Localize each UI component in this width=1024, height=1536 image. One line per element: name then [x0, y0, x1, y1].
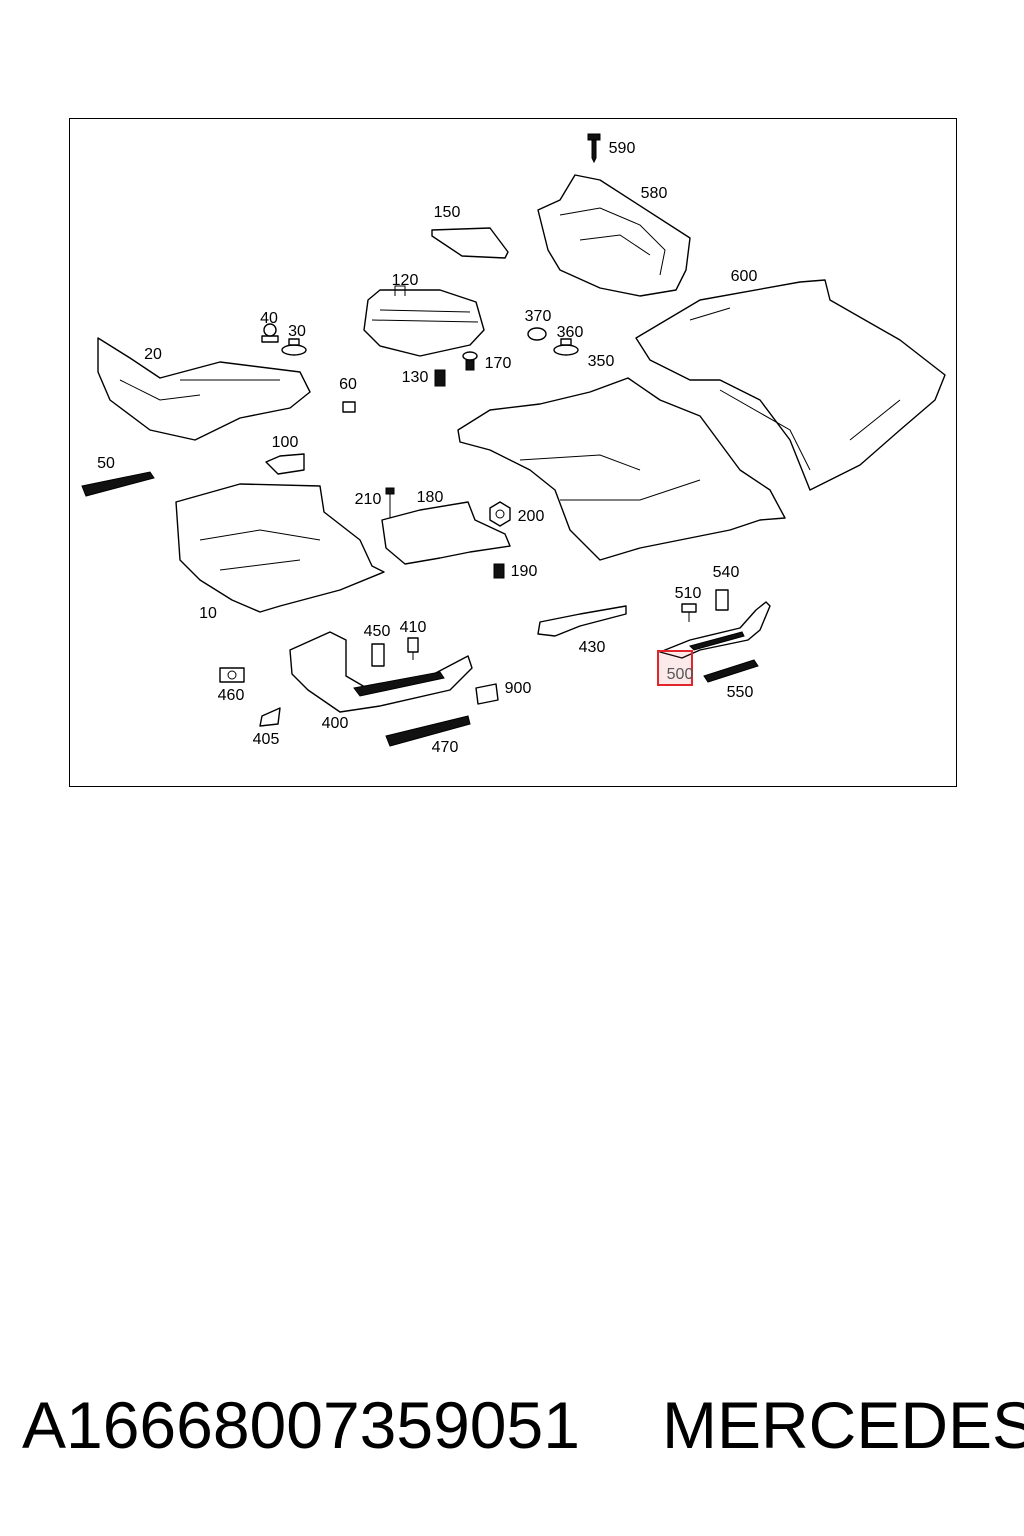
callout-20: 20	[144, 346, 162, 363]
part-50-mat	[81, 471, 155, 497]
part-370-clip	[527, 327, 547, 341]
part-100-bracket	[265, 453, 305, 475]
part-460-connector	[219, 667, 245, 683]
part-400-sill	[289, 631, 473, 713]
callout-350: 350	[587, 353, 615, 370]
callout-600: 600	[730, 268, 758, 285]
highlight-box-500	[657, 650, 693, 686]
callout-410: 410	[399, 619, 427, 636]
part-550-strip	[703, 659, 759, 683]
parts-exploded-diagram	[81, 133, 946, 747]
part-210-bolt	[385, 487, 395, 518]
part-450-clip	[371, 643, 385, 667]
part-410-clip	[407, 637, 419, 660]
part-130-clip	[434, 369, 446, 387]
callout-40: 40	[260, 310, 278, 327]
part-590-screw	[587, 133, 601, 164]
callout-130: 130	[401, 369, 429, 386]
part-10-carpet	[175, 483, 385, 613]
part-20-panel	[97, 337, 311, 441]
part-190-clip	[493, 563, 505, 579]
brand-name: MERCEDES	[662, 1388, 1024, 1462]
callout-170: 170	[484, 355, 512, 372]
callout-30: 30	[288, 323, 306, 340]
callout-200: 200	[517, 508, 545, 525]
callout-120: 120	[391, 272, 419, 289]
callout-430: 430	[578, 639, 606, 656]
callout-460: 460	[217, 687, 245, 704]
part-405-clip	[259, 707, 281, 727]
callout-900: 900	[504, 680, 532, 697]
part-470-strip	[385, 715, 471, 747]
part-30-clip	[281, 338, 307, 356]
part-600-carpet	[635, 279, 946, 491]
callout-180: 180	[416, 489, 444, 506]
part-580-panel	[537, 174, 691, 297]
callout-360: 360	[556, 324, 584, 341]
callout-10: 10	[199, 605, 217, 622]
callout-550: 550	[726, 684, 754, 701]
callout-210: 210	[354, 491, 382, 508]
callout-60: 60	[339, 376, 357, 393]
diagram-frame	[69, 118, 957, 787]
part-360-clip	[553, 338, 579, 356]
callout-50: 50	[97, 455, 115, 472]
callout-400: 400	[321, 715, 349, 732]
part-200-nut	[489, 501, 511, 527]
callout-540: 540	[712, 564, 740, 581]
part-180-tray	[381, 501, 511, 565]
callout-580: 580	[640, 185, 668, 202]
part-60-clip	[342, 401, 356, 413]
callout-370: 370	[524, 308, 552, 325]
part-40-clip	[261, 323, 279, 343]
part-350-carpet	[457, 377, 786, 561]
callout-510: 510	[674, 585, 702, 602]
part-900-tag	[475, 683, 499, 705]
part-540-clip	[715, 589, 729, 611]
callout-590: 590	[608, 140, 636, 157]
part-170-clip	[462, 351, 478, 371]
part-120-module	[363, 285, 485, 357]
callout-150: 150	[433, 204, 461, 221]
callout-470: 470	[431, 739, 459, 756]
part-number: A1666800735905​1	[22, 1388, 580, 1462]
part-500-sill	[659, 601, 771, 659]
callout-190: 190	[510, 563, 538, 580]
part-150-pad	[431, 227, 509, 259]
part-430-trim	[537, 605, 627, 637]
callout-500: 500	[666, 666, 694, 683]
part-510-clip	[681, 603, 697, 622]
callout-100: 100	[271, 434, 299, 451]
callout-405: 405	[252, 731, 280, 748]
callout-450: 450	[363, 623, 391, 640]
